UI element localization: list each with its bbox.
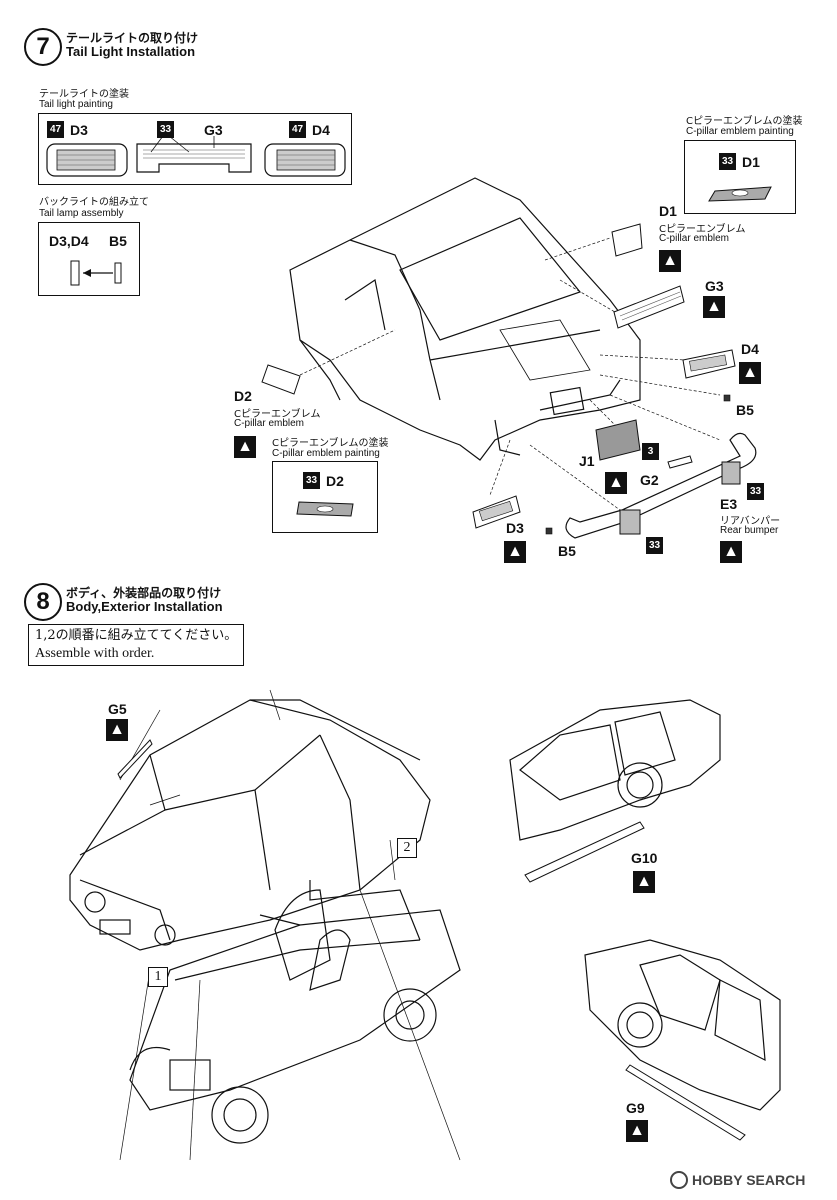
- step-7-title-jp: テールライトの取り付け: [66, 31, 199, 45]
- label-b5-right: B5: [736, 402, 754, 418]
- paint-code-chip: 33: [719, 153, 736, 170]
- step-8-title-jp: ボディ、外装部品の取り付け: [66, 586, 222, 600]
- label-g10: G10: [631, 850, 658, 866]
- part-label: D1: [742, 153, 760, 170]
- label-d2-jp: Cピラーエンブレム: [234, 409, 321, 420]
- label-d3: D3: [506, 520, 524, 536]
- cement-icon: ▲: [605, 472, 627, 494]
- emblem-d2-painting-box: 33 D2: [272, 461, 378, 533]
- part-label: D3: [70, 121, 88, 138]
- sub-step-1: 1: [148, 967, 168, 987]
- emblem-d1-painting-box: 33 D1: [684, 140, 796, 214]
- label-e3-jp: リアバンパー: [720, 516, 781, 527]
- watermark-brand: HOBBY SEARCH: [692, 1172, 806, 1188]
- assembly-drawing: [70, 260, 122, 286]
- paint-code-chip-bumper: 33: [646, 537, 663, 554]
- cement-icon: ▲: [703, 296, 725, 318]
- assembly-label-left: D3,D4: [49, 233, 89, 249]
- step-7-car-rear-drawing: [261, 177, 757, 539]
- paint-code-chip: 33: [157, 121, 174, 138]
- emblem-d1-title-jp: Cピラーエンブレムの塗装: [686, 116, 803, 127]
- emblem-d1-drawing: [708, 186, 772, 202]
- tail-light-parts-drawing: [46, 135, 346, 177]
- paint-code-chip: 47: [47, 121, 64, 138]
- step-7-number-badge: 7: [24, 28, 62, 66]
- emblem-d2-title-jp: Cピラーエンブレムの塗装: [272, 438, 389, 449]
- emblem-d1-item: 33 D1: [719, 153, 760, 170]
- hobby-search-watermark: HOBBY SEARCH: [670, 1171, 805, 1189]
- label-d1: D1: [659, 203, 677, 219]
- label-d2-en: C-pillar emblem: [234, 418, 305, 429]
- assembly-order-note: 1,2の順番に組み立ててください。 Assemble with order.: [28, 624, 245, 666]
- part-label: D4: [312, 121, 330, 138]
- step-7-number: 7: [36, 33, 50, 60]
- label-j1: J1: [579, 453, 595, 469]
- cement-icon: ▲: [234, 436, 256, 458]
- step-8-body-drawing: [69, 689, 781, 1161]
- painting-item-d3: 47 D3: [47, 121, 88, 138]
- tail-light-painting-box: 47 D3 33 G3 47 D4: [38, 113, 352, 185]
- tail-light-painting-title-en: Tail light painting: [39, 99, 113, 110]
- cement-icon: ▲: [633, 871, 655, 893]
- sub-step-2: 2: [397, 838, 417, 858]
- emblem-d2-title-en: C-pillar emblem painting: [272, 448, 380, 459]
- note-en: Assemble with order.: [35, 646, 155, 661]
- cement-icon: ▲: [504, 541, 526, 563]
- cement-icon: ▲: [659, 250, 681, 272]
- emblem-d2-drawing: [296, 501, 354, 517]
- step-8-number: 8: [36, 588, 50, 615]
- paint-code-chip: 33: [303, 472, 320, 489]
- label-d1-en: C-pillar emblem: [659, 233, 730, 244]
- step-7-title-en: Tail Light Installation: [66, 44, 196, 59]
- step-8-title-en: Body,Exterior Installation: [66, 599, 223, 614]
- note-jp: 1,2の順番に組み立ててください。: [35, 628, 238, 643]
- paint-code-chip-e3: 33: [747, 483, 764, 500]
- watermark-logo-icon: [670, 1171, 688, 1189]
- cement-icon: ▲: [106, 719, 128, 741]
- label-b5-left: B5: [558, 543, 576, 559]
- sub-step-2-number: 2: [403, 840, 411, 855]
- emblem-d2-item: 33 D2: [303, 472, 344, 489]
- step-8-number-badge: 8: [24, 583, 62, 621]
- sub-step-1-number: 1: [154, 969, 162, 984]
- label-e3: E3: [720, 496, 738, 512]
- cement-icon: ▲: [626, 1120, 648, 1142]
- label-d4: D4: [741, 341, 759, 357]
- label-g5: G5: [108, 701, 127, 717]
- tail-lamp-assembly-title-en: Tail lamp assembly: [39, 208, 124, 219]
- emblem-d1-title-en: C-pillar emblem painting: [686, 126, 794, 137]
- assembly-label-right: B5: [109, 233, 127, 249]
- cement-icon: ▲: [720, 541, 742, 563]
- painting-item-d4: 47 D4: [289, 121, 330, 138]
- painting-item-g3: 33 G3: [157, 121, 223, 138]
- label-g2: G2: [640, 472, 659, 488]
- cement-icon: ▲: [739, 362, 761, 384]
- label-d2: D2: [234, 388, 252, 404]
- paint-code-chip-j1: 3: [642, 443, 659, 460]
- tail-light-painting-title-jp: テールライトの塗装: [39, 89, 129, 100]
- tail-lamp-assembly-title-jp: バックライトの組み立て: [39, 197, 149, 208]
- part-label: G3: [204, 121, 223, 138]
- label-g9: G9: [626, 1100, 645, 1116]
- paint-code-chip: 47: [289, 121, 306, 138]
- label-e3-en: Rear bumper: [720, 525, 779, 536]
- part-label: D2: [326, 472, 344, 489]
- label-g3: G3: [705, 278, 724, 294]
- label-d1-jp: Cピラーエンブレム: [659, 224, 746, 235]
- tail-lamp-assembly-box: D3,D4 B5: [38, 222, 140, 296]
